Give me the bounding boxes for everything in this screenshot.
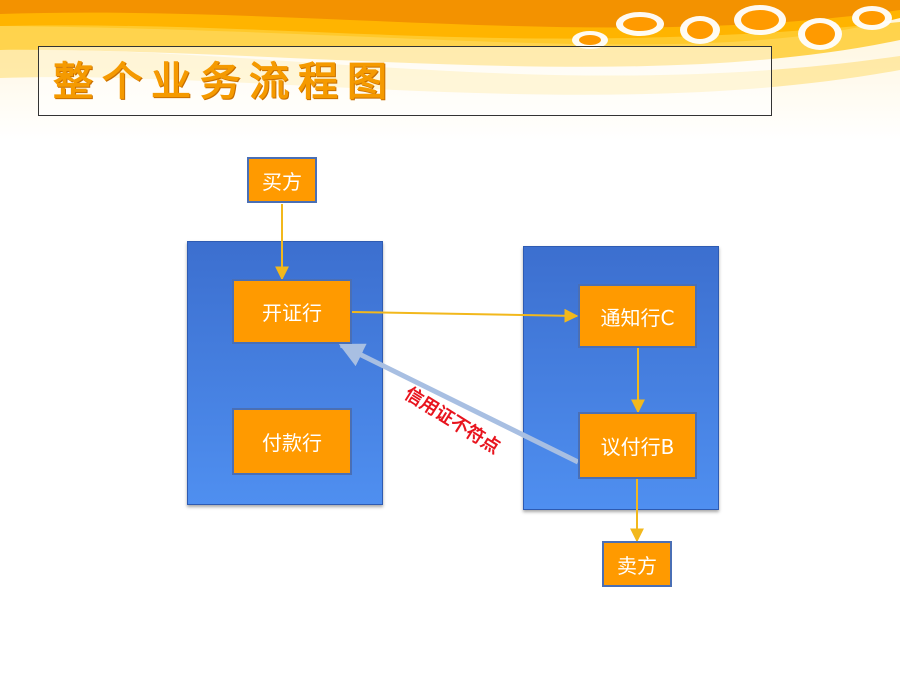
node-paying-bank: 付款行 — [232, 408, 352, 475]
node-issuing-bank: 开证行 — [232, 279, 352, 344]
node-negotiating-bank: 议付行B — [578, 412, 697, 479]
node-seller: 卖方 — [602, 541, 672, 587]
edge-label-discrepancy: 信用证不符点 — [400, 383, 504, 459]
title-box: 整个业务流程图 — [38, 46, 772, 116]
node-buyer: 买方 — [247, 157, 317, 203]
node-advising-bank: 通知行C — [578, 284, 697, 348]
page-title: 整个业务流程图 — [53, 59, 396, 105]
